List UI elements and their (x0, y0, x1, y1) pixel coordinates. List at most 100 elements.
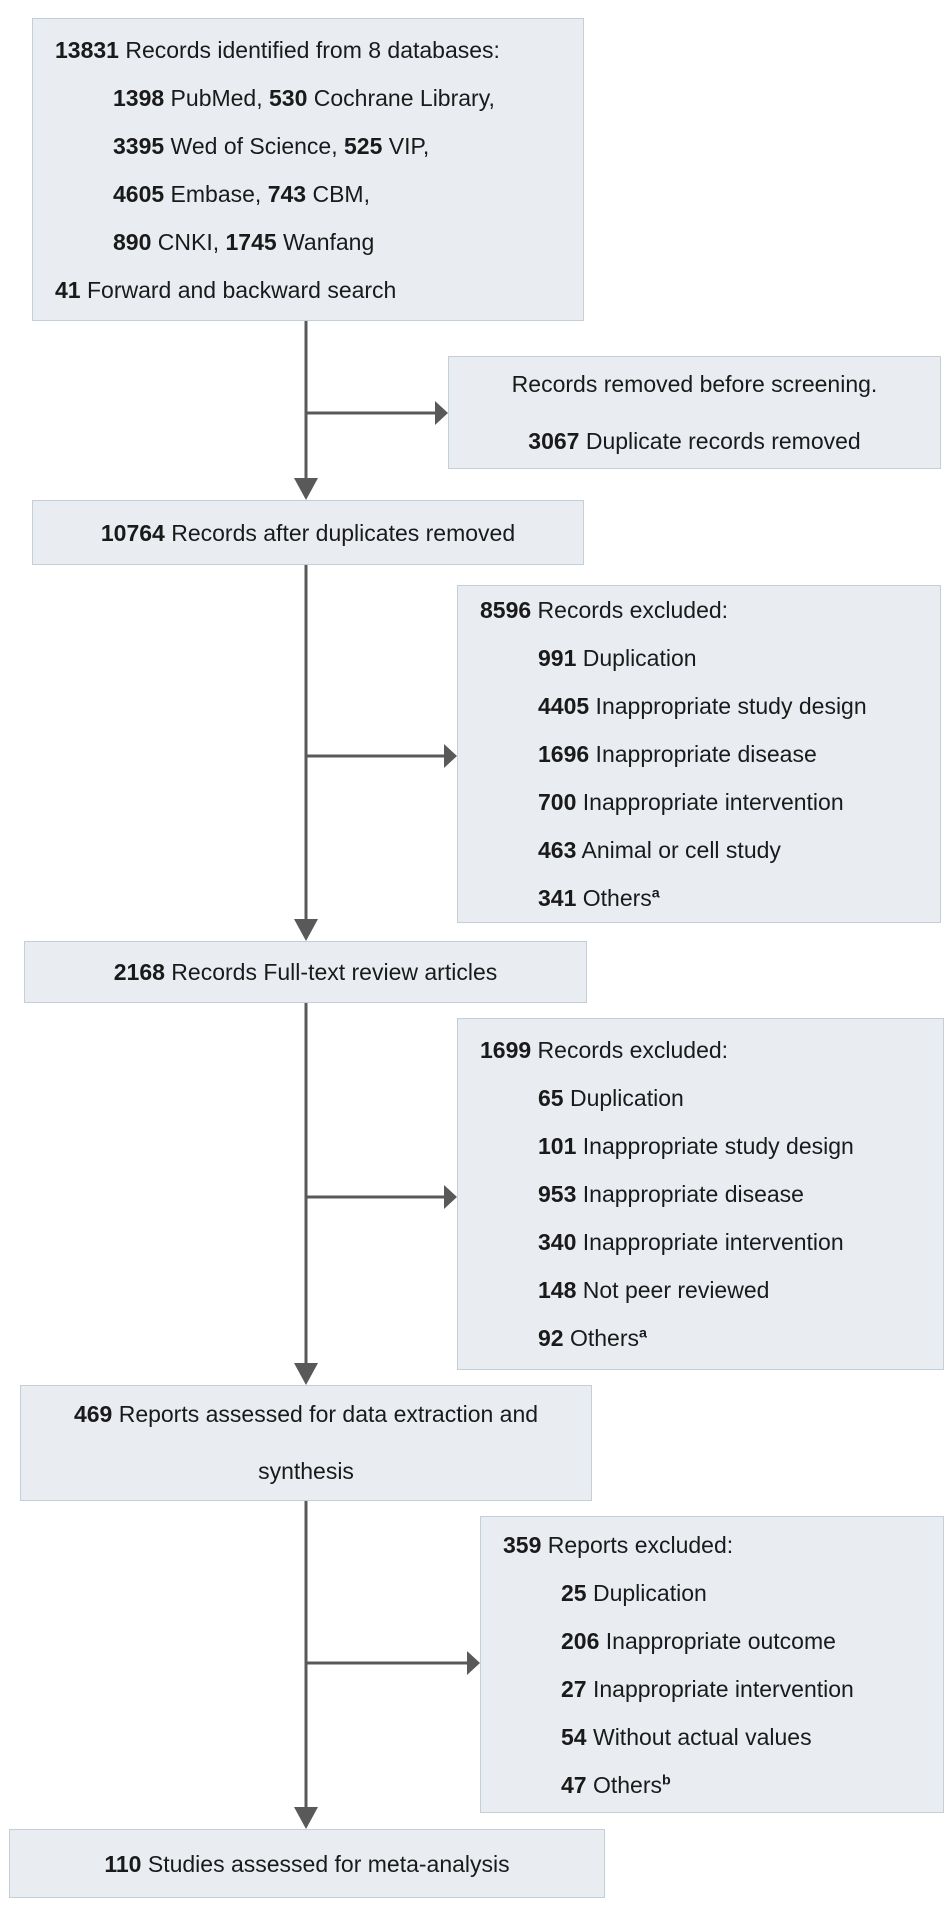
flow-line: 953 Inappropriate disease (480, 1170, 921, 1218)
flow-line: synthesis (43, 1443, 569, 1500)
arrowhead-right-icon (444, 744, 457, 768)
arrow-identified-to-dedup (294, 321, 318, 500)
label: Reports assessed for data extraction and (112, 1401, 539, 1427)
count: 1696 (538, 741, 590, 767)
count: 2168 (113, 959, 165, 985)
flow-line: 2168 Records Full-text review articles (47, 948, 564, 996)
flow-line: 54 Without actual values (503, 1713, 921, 1761)
count: 13831 (55, 36, 119, 63)
label: Wed of Science, (164, 132, 345, 159)
count: 700 (538, 789, 577, 815)
label: Wanfang (276, 228, 375, 255)
arrowhead-right-icon (435, 401, 448, 425)
label: PubMed, (164, 84, 270, 111)
count: 41 (55, 276, 81, 303)
label: Inappropriate intervention (576, 789, 844, 815)
count: 743 (267, 180, 307, 207)
flow-line: 1699 Records excluded: (480, 1026, 921, 1074)
label: Inappropriate disease (589, 741, 817, 767)
label: Inappropriate outcome (599, 1627, 836, 1654)
label: CBM, (306, 180, 370, 207)
count: 65 (538, 1085, 564, 1111)
flow-line: 1696 Inappropriate disease (480, 730, 918, 778)
count: 890 (113, 228, 152, 255)
label: Not peer reviewed (576, 1277, 770, 1303)
label: Reports excluded: (541, 1531, 734, 1558)
flow-line: 92 Othersa (480, 1314, 921, 1362)
label: Duplication (586, 1579, 707, 1606)
flow-line: 8596 Records excluded: (480, 586, 918, 634)
count: 110 (104, 1850, 142, 1877)
arrowhead-right-icon (444, 1185, 457, 1209)
count: 4405 (538, 693, 590, 719)
label: Forward and backward search (80, 276, 397, 303)
flow-line: 41 Forward and backward search (55, 266, 561, 314)
count: 341 (538, 885, 577, 911)
label: Inappropriate disease (576, 1181, 804, 1207)
arrow-extraction-to-meta (294, 1501, 318, 1829)
arrowhead-down-icon (294, 1363, 318, 1385)
count: 359 (503, 1531, 542, 1558)
flow-line: 4605 Embase, 743 CBM, (55, 170, 561, 218)
flow-line: 110 Studies assessed for meta-analysis (32, 1840, 582, 1888)
flow-line: 3395 Wed of Science, 525 VIP, (55, 122, 561, 170)
box-records-excluded-screening: 8596 Records excluded: 991 Duplication 4… (457, 585, 941, 923)
count: 206 (561, 1627, 600, 1654)
box-removed-before-screening: Records removed before screening. 3067 D… (448, 356, 941, 469)
label: Duplication (563, 1085, 684, 1111)
flow-line: 10764 Records after duplicates removed (55, 509, 561, 557)
flow-line: 463 Animal or cell study (480, 826, 918, 874)
flow-line: 65 Duplication (480, 1074, 921, 1122)
label: Others (563, 1325, 640, 1351)
flow-line: 206 Inappropriate outcome (503, 1617, 921, 1665)
label: Inappropriate intervention (586, 1675, 854, 1702)
label: synthesis (258, 1458, 354, 1484)
footnote-marker: a (639, 1325, 647, 1342)
arrowhead-right-icon (467, 1651, 480, 1675)
box-records-identified: 13831 Records identified from 8 database… (32, 18, 584, 321)
arrow-branch-records-excluded-fulltext (306, 1185, 457, 1209)
count: 525 (344, 132, 383, 159)
label: VIP, (382, 132, 430, 159)
count: 8596 (480, 597, 532, 623)
label: Studies assessed for meta-analysis (141, 1850, 510, 1877)
flow-line: 47 Othersb (503, 1761, 921, 1809)
footnote-marker: b (662, 1771, 671, 1788)
flow-line: 359 Reports excluded: (503, 1521, 921, 1569)
arrowhead-down-icon (294, 919, 318, 941)
label: Cochrane Library, (307, 84, 495, 111)
label: Others (586, 1771, 663, 1798)
count: 25 (561, 1579, 587, 1606)
flow-line: 341 Othersa (480, 874, 918, 922)
flow-line: 148 Not peer reviewed (480, 1266, 921, 1314)
arrow-branch-removed-before-screening (306, 401, 448, 425)
label: Records after duplicates removed (164, 519, 516, 546)
label: Inappropriate intervention (576, 1229, 844, 1255)
label: Embase, (164, 180, 268, 207)
label: CNKI, (151, 228, 226, 255)
flow-line: Records removed before screening. (471, 356, 918, 413)
label: Records excluded: (531, 1037, 729, 1063)
count: 3395 (113, 132, 165, 159)
box-after-duplicates-removed: 10764 Records after duplicates removed (32, 500, 584, 565)
arrow-dedup-to-fulltext (294, 565, 318, 941)
count: 148 (538, 1277, 577, 1303)
count: 340 (538, 1229, 577, 1255)
count: 4605 (113, 180, 165, 207)
arrow-branch-reports-excluded (306, 1651, 480, 1675)
count: 47 (561, 1771, 587, 1798)
arrow-branch-records-excluded-screening (306, 744, 457, 768)
label: Records removed before screening. (511, 370, 878, 397)
flow-line: 700 Inappropriate intervention (480, 778, 918, 826)
flow-line: 101 Inappropriate study design (480, 1122, 921, 1170)
label: Records Full-text review articles (164, 959, 498, 985)
label: Without actual values (586, 1723, 812, 1750)
count: 10764 (100, 519, 165, 546)
count: 27 (561, 1675, 587, 1702)
count: 3067 (528, 427, 580, 454)
label: Records identified from 8 databases: (118, 36, 500, 63)
label: Others (576, 885, 652, 911)
count: 991 (538, 645, 577, 671)
count: 469 (73, 1401, 113, 1427)
